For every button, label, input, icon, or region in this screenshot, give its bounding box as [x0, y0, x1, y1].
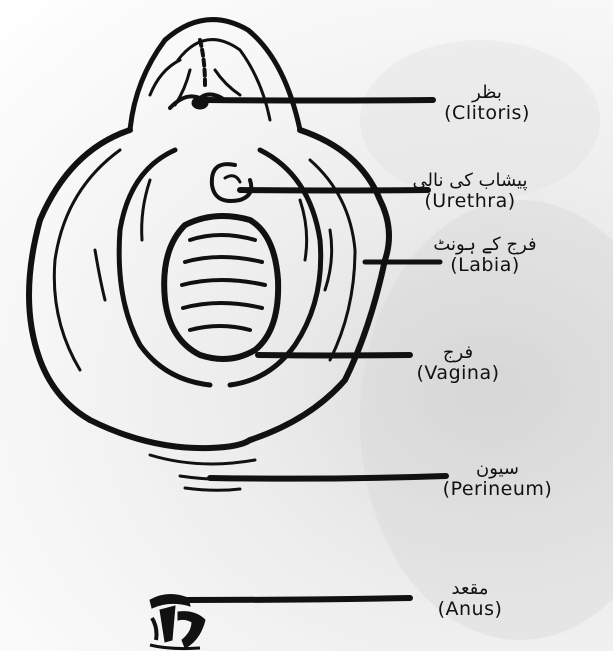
label-clitoris-urdu: بظر	[432, 84, 542, 102]
leader-line-urethra	[240, 190, 428, 191]
leader-line-clitoris	[205, 100, 433, 101]
label-vagina-urdu: فرج	[408, 344, 508, 362]
leader-line-vagina	[258, 355, 410, 356]
label-anus-urdu: مقعد	[420, 580, 520, 598]
label-clitoris: بظر (Clitoris)	[432, 84, 542, 123]
label-anus-english: (Anus)	[420, 600, 520, 619]
label-labia-urdu: فرج کے ہونٹ	[425, 236, 545, 254]
label-urethra-english: (Urethra)	[405, 192, 535, 211]
label-vagina-english: (Vagina)	[408, 364, 508, 383]
label-vagina: فرج (Vagina)	[408, 344, 508, 383]
leader-line-perineum	[210, 476, 446, 479]
label-urethra: پیشاب کی نالی (Urethra)	[405, 172, 535, 211]
label-anus: مقعد (Anus)	[420, 580, 520, 619]
vulva-illustration	[29, 20, 389, 491]
label-perineum-english: (Perineum)	[430, 480, 565, 499]
label-perineum-urdu: سیون	[430, 460, 565, 478]
label-labia: فرج کے ہونٹ (Labia)	[425, 236, 545, 275]
label-labia-english: (Labia)	[425, 256, 545, 275]
label-clitoris-english: (Clitoris)	[432, 104, 542, 123]
label-urethra-urdu: پیشاب کی نالی	[405, 172, 535, 190]
leader-line-anus	[185, 598, 410, 600]
label-perineum: سیون (Perineum)	[430, 460, 565, 499]
